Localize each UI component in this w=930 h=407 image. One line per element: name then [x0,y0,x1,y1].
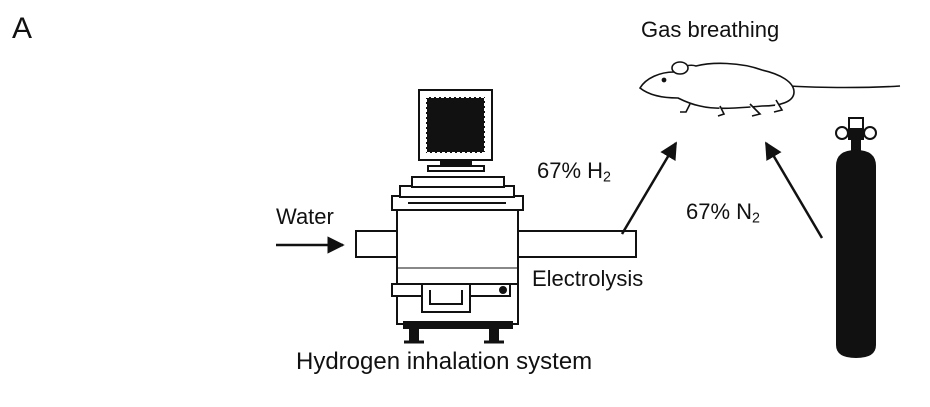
electrolysis-label: Electrolysis [532,266,644,291]
rat-icon [638,61,901,117]
water-label: Water [276,204,334,229]
monitor-icon [418,89,493,172]
system-caption: Hydrogen inhalation system [296,348,593,375]
hydrogen-percentage-text: 67% H [537,158,604,183]
electrolysis-apparatus-icon [355,176,637,344]
hydrogen-percentage-label: 67% H2 [537,158,611,186]
nitrogen-percentage-text: 67% N [686,199,753,224]
nitrogen-percentage-label: 67% N2 [686,199,760,227]
gas-cylinder-icon [835,117,877,358]
gas-breathing-label: Gas breathing [641,17,780,42]
hydrogen-arrow [620,141,678,235]
hydrogen-subscript: 2 [603,169,611,186]
nitrogen-subscript: 2 [752,210,760,227]
nitrogen-arrow [764,141,824,239]
panel-label: A [12,12,33,45]
